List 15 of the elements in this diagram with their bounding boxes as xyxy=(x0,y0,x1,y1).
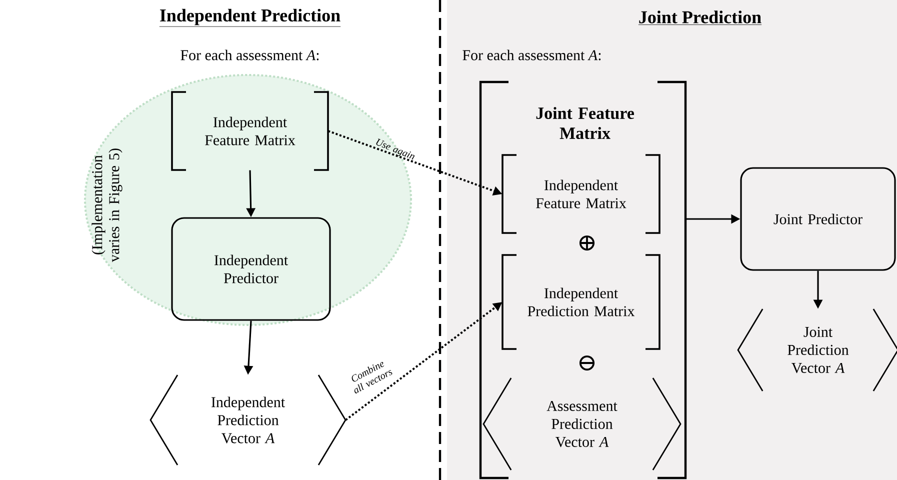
angle-bracket-vector: Joint Prediction Vector A xyxy=(737,308,897,392)
rounded-box: Independent Predictor xyxy=(171,217,331,321)
bracketed-matrix: Independent Feature Matrix xyxy=(171,91,329,171)
bracketed-matrix: Independent Prediction Matrix xyxy=(502,254,660,350)
section-heading: Independent Prediction xyxy=(159,8,341,27)
bracketed-matrix: Independent Feature Matrix xyxy=(502,154,660,234)
instruction-text: For each assessment A: xyxy=(180,50,319,60)
operator-symbol: ⊖ xyxy=(579,356,595,371)
angle-bracket-vector: Assessment Prediction Vector A xyxy=(482,378,682,470)
operator-symbol: ⊕ xyxy=(579,236,595,251)
section-heading: Joint Prediction xyxy=(638,10,762,25)
edge-label: Use again xyxy=(376,138,414,160)
instruction-text: For each assessment A: xyxy=(462,50,601,60)
angle-bracket-vector: Independent Prediction Vector A xyxy=(150,374,346,466)
rounded-box: Joint Predictor xyxy=(740,167,896,271)
